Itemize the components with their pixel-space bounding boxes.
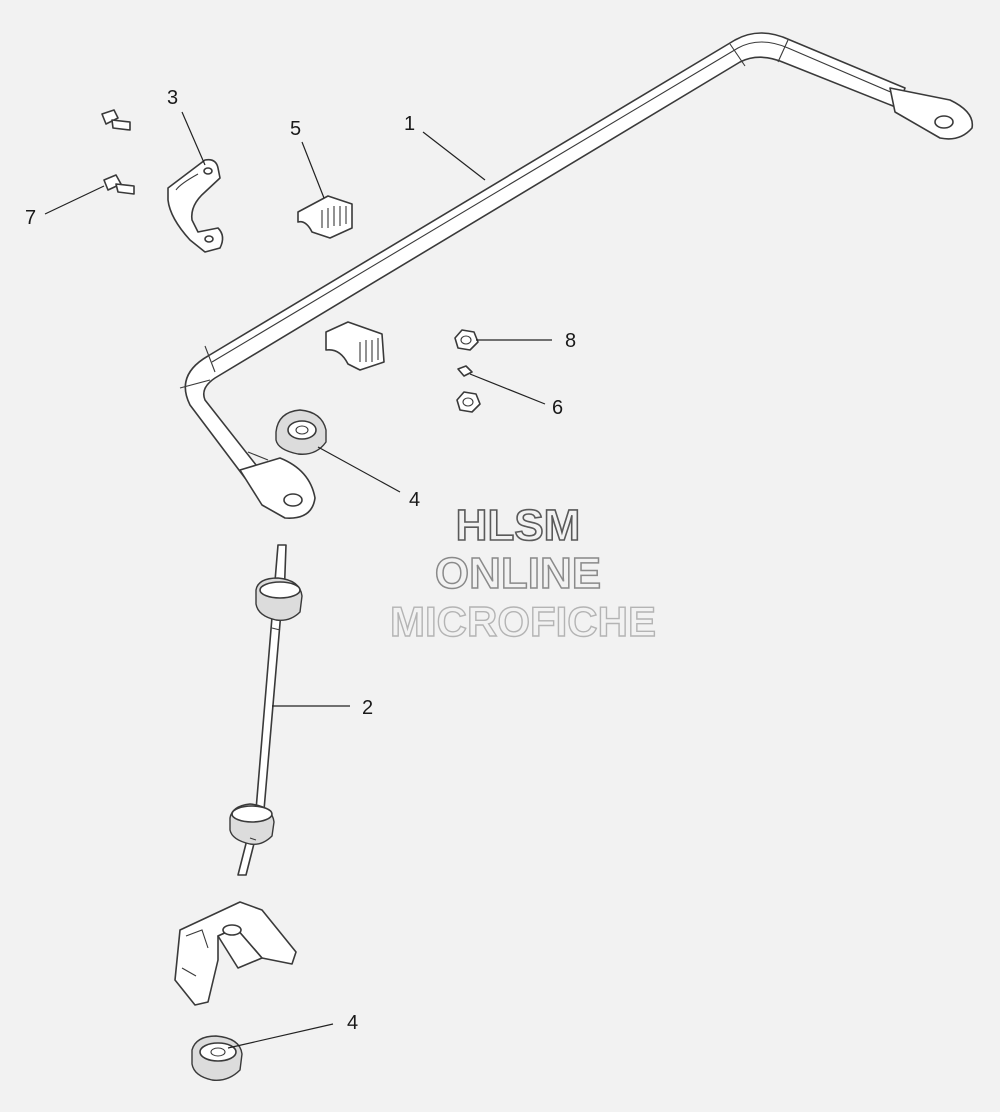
callout-5: 5 — [290, 118, 301, 140]
watermark-line-1: HLSM — [456, 501, 581, 550]
callout-7: 7 — [25, 207, 36, 229]
leader-4-lower — [227, 1023, 334, 1049]
bushing-lower-part — [325, 321, 385, 371]
stabilizer-bar-part — [179, 32, 974, 519]
grommet-lower-part — [191, 1035, 243, 1081]
leader-6 — [469, 373, 546, 405]
callout-2: 2 — [362, 697, 373, 719]
bolt-part — [101, 109, 135, 195]
callout-1: 1 — [404, 113, 415, 135]
callout-4-lower: 4 — [347, 1012, 358, 1034]
watermark: HLSM ONLINE MICROFICHE — [389, 500, 656, 646]
watermark-line-2: ONLINE — [435, 549, 601, 598]
end-link-rod-part — [229, 544, 303, 876]
callout-6: 6 — [552, 397, 563, 419]
leader-4-upper — [317, 446, 401, 493]
callout-3: 3 — [167, 87, 178, 109]
watermark-line-3: MICROFICHE — [390, 598, 656, 645]
leader-5 — [301, 141, 325, 199]
frame-bracket-part — [174, 901, 297, 1006]
bushing-upper-part — [297, 195, 353, 239]
nut-part — [454, 329, 479, 351]
grommet-upper-part — [275, 409, 327, 455]
leader-1 — [422, 131, 486, 181]
washer-part — [457, 365, 473, 377]
callout-4-upper: 4 — [409, 489, 420, 511]
callout-labels: 1 2 3 4 4 5 6 7 8 — [25, 87, 576, 1034]
callout-8: 8 — [565, 330, 576, 352]
leader-3 — [181, 111, 206, 166]
mounting-clamp-part — [167, 158, 224, 253]
leader-7 — [44, 185, 105, 215]
leader-lines — [44, 111, 552, 1049]
nut-lower-part — [456, 391, 481, 413]
